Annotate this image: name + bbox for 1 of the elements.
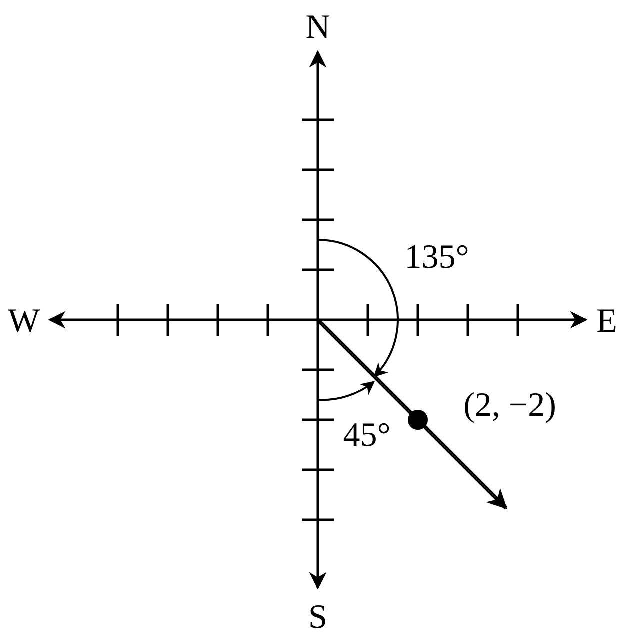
point-label: (2, −2) [464, 389, 556, 423]
